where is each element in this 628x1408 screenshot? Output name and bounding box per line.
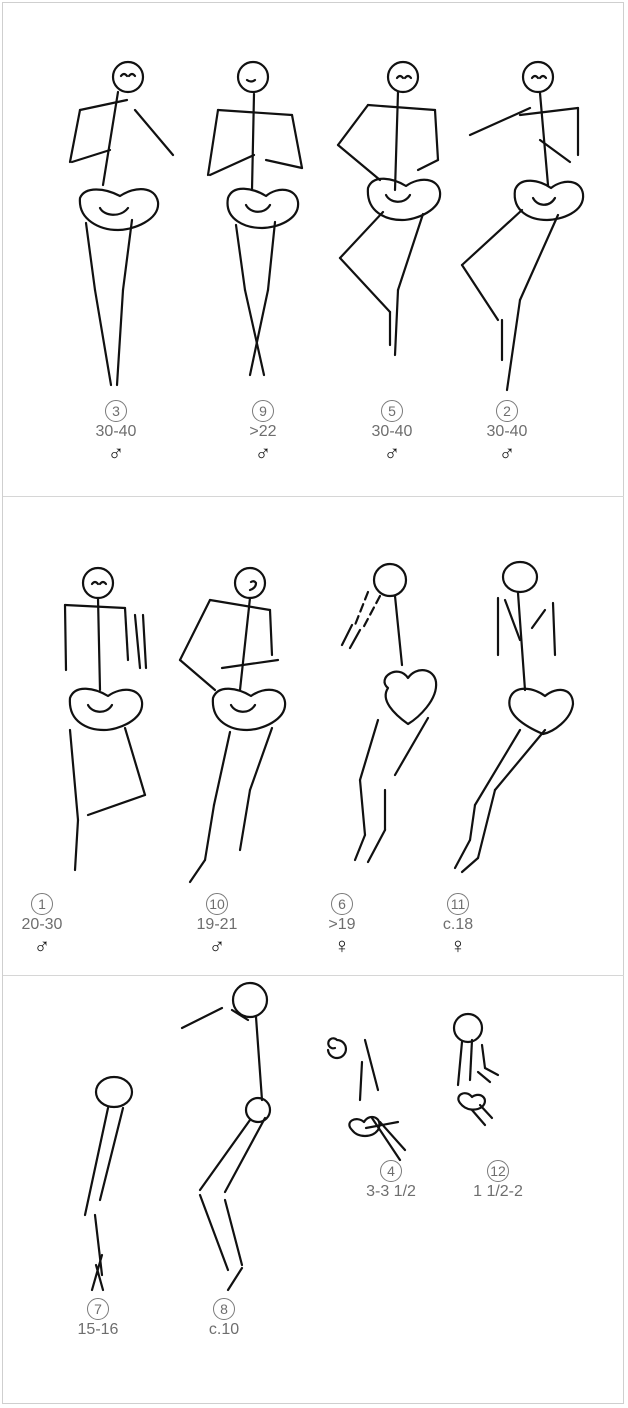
label-skeleton-8: 8 c.10 — [184, 1298, 264, 1339]
male-sex-icon: ♂ — [76, 442, 156, 464]
label-skeleton-5: 5 30-40 ♂ — [352, 400, 432, 464]
skeleton-11 — [455, 562, 573, 872]
label-skeleton-9: 9 >22 ♂ — [223, 400, 303, 464]
age-range: 3-3 1/2 — [351, 1183, 431, 1201]
skeleton-8 — [182, 983, 270, 1290]
label-skeleton-7: 7 15-16 — [58, 1298, 138, 1339]
male-sex-icon: ♂ — [223, 442, 303, 464]
skeleton-12 — [454, 1014, 498, 1125]
skeleton-7 — [85, 1077, 132, 1290]
label-skeleton-10: 10 19-21 ♂ — [177, 893, 257, 957]
skeleton-number: 7 — [87, 1298, 109, 1320]
skeleton-number: 8 — [213, 1298, 235, 1320]
label-skeleton-6: 6 >19 ♀ — [302, 893, 382, 957]
label-skeleton-1: 1 20-30 ♂ — [2, 893, 82, 957]
skeleton-number: 11 — [447, 893, 469, 915]
skeleton-2 — [462, 62, 583, 390]
age-range: 19-21 — [177, 916, 257, 934]
age-range: 30-40 — [467, 423, 547, 441]
female-sex-icon: ♀ — [302, 935, 382, 957]
male-sex-icon: ♂ — [2, 935, 82, 957]
skeleton-6 — [342, 564, 436, 862]
skeleton-number: 2 — [496, 400, 518, 422]
skeleton-number: 10 — [206, 893, 228, 915]
age-range: 20-30 — [2, 916, 82, 934]
skeleton-4 — [328, 1038, 405, 1160]
skeleton-number: 9 — [252, 400, 274, 422]
age-range: 15-16 — [58, 1321, 138, 1339]
label-skeleton-3: 3 30-40 ♂ — [76, 400, 156, 464]
skeleton-number: 12 — [487, 1160, 509, 1182]
skeleton-number: 5 — [381, 400, 403, 422]
age-range: >19 — [302, 916, 382, 934]
age-range: 1 1/2-2 — [458, 1183, 538, 1201]
age-range: 30-40 — [76, 423, 156, 441]
age-range: >22 — [223, 423, 303, 441]
skeleton-1 — [65, 568, 146, 870]
skeleton-10 — [180, 568, 285, 882]
age-range: 30-40 — [352, 423, 432, 441]
skeleton-number: 6 — [331, 893, 353, 915]
male-sex-icon: ♂ — [352, 442, 432, 464]
skeleton-number: 3 — [105, 400, 127, 422]
female-sex-icon: ♀ — [418, 935, 498, 957]
skeleton-number: 1 — [31, 893, 53, 915]
male-sex-icon: ♂ — [467, 442, 547, 464]
skeleton-9 — [208, 62, 302, 375]
label-skeleton-12: 12 1 1/2-2 — [458, 1160, 538, 1201]
skeleton-number: 4 — [380, 1160, 402, 1182]
label-skeleton-2: 2 30-40 ♂ — [467, 400, 547, 464]
age-range: c.10 — [184, 1321, 264, 1339]
age-range: c.18 — [418, 916, 498, 934]
skeleton-5 — [338, 62, 440, 355]
label-skeleton-4: 4 3-3 1/2 — [351, 1160, 431, 1201]
male-sex-icon: ♂ — [177, 935, 257, 957]
label-skeleton-11: 11 c.18 ♀ — [418, 893, 498, 957]
skeleton-3 — [70, 62, 173, 385]
